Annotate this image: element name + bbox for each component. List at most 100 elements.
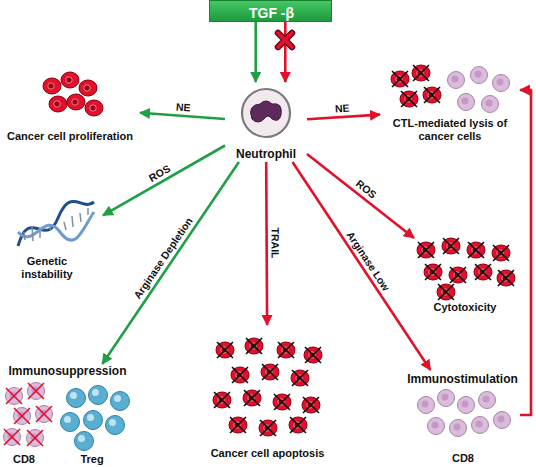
cd8-cell (472, 417, 489, 434)
lysed-cancer-cell (467, 242, 485, 258)
outcome-node: ImmunostimulationCD8 (405, 370, 520, 467)
lysed-cancer-cell (243, 390, 261, 406)
treg-cell (89, 386, 108, 405)
node-label: Neutrophil (225, 147, 307, 161)
lysed-cancer-cell (302, 397, 320, 413)
cell-node: Neutrophil (225, 82, 307, 162)
lysed-cancer-cell (391, 71, 409, 87)
neutrophil-nucleus (251, 101, 282, 122)
lysed-cancer-cell (400, 91, 418, 107)
node-label: Cancer cell proliferation (0, 130, 140, 143)
treg-cell (67, 389, 86, 408)
dna-rungs (24, 208, 88, 241)
effect-arrow (293, 162, 431, 370)
effect-arrow (140, 113, 225, 119)
cd8-cell (494, 412, 511, 429)
node-label: Cancer cell apoptosis (200, 447, 335, 460)
effect-arrow (307, 154, 414, 238)
cd8-cell (418, 397, 435, 414)
lysed-cancer-cell (492, 245, 510, 261)
treg-cell (106, 416, 125, 435)
lysed-cancer-cell (261, 364, 279, 380)
treg-cell (84, 411, 103, 430)
edge-label: NE (335, 101, 350, 114)
lysed-cancer-cell (213, 392, 231, 408)
cd8-cell (428, 418, 445, 435)
edge-label: Arginase Low (345, 229, 393, 293)
lysed-cancer-cell (497, 270, 515, 286)
lysed-cancer-cell (245, 338, 263, 354)
signal-box: TGF -β (209, 0, 332, 22)
node-label: CTL-mediated lysis of cancer cells (380, 117, 520, 143)
cancer-cell (49, 96, 67, 112)
effect-arrow (307, 115, 380, 120)
cd8-cell (458, 397, 475, 414)
outcome-node: CTL-mediated lysis of cancer cells (380, 65, 520, 155)
lysed-cancer-cell (229, 417, 247, 433)
block-cross-outline (278, 33, 292, 47)
node-label: Genetic instability (12, 255, 82, 281)
outcome-node: Cytotoxicity (410, 238, 520, 318)
cancer-cell (43, 78, 61, 94)
effect-arrow (284, 22, 287, 82)
lysed-cancer-cell (289, 417, 307, 433)
suppressed-cd8-cell (4, 429, 21, 446)
treg-cell (75, 432, 94, 451)
lysed-cancer-cell (273, 394, 291, 410)
cd8-cell (471, 67, 488, 84)
block-symbol (278, 33, 292, 47)
suppressed-cd8-cell (27, 430, 44, 447)
cell-label: CD8 (4, 453, 44, 466)
edge-label: NE (175, 100, 190, 113)
cd8-cell (448, 72, 465, 89)
cd8-cell (493, 75, 510, 92)
cd8-cell (458, 94, 475, 111)
lysed-cancer-cell (277, 342, 295, 358)
lysed-cancer-cell (417, 242, 435, 258)
cd8-cell (482, 96, 499, 113)
node-label: Immunosuppression (0, 364, 135, 378)
cancer-cell (79, 80, 97, 96)
lysed-cancer-cell (423, 87, 441, 103)
lysed-cancer-cell (424, 264, 442, 280)
suppressed-cd8-cell (36, 406, 53, 423)
lysed-cancer-cell (291, 370, 309, 386)
suppressed-cd8-cell (6, 388, 23, 405)
node-label: Immunostimulation (405, 372, 520, 386)
lysed-cancer-cell (216, 342, 234, 358)
dna-strand (18, 212, 94, 240)
outcome-node: Genetic instability (8, 200, 103, 285)
cd8-cell (438, 390, 455, 407)
lysed-cancer-cell (449, 267, 467, 283)
dna-strand (18, 201, 94, 246)
suppressed-cd8-cell (14, 408, 31, 425)
lysed-cancer-cell (231, 367, 249, 383)
edge-label: Arginase Depletion (131, 215, 195, 301)
cell-label: CD8 (443, 452, 483, 465)
effect-arrow (265, 162, 268, 325)
lysed-cancer-cell (442, 238, 460, 254)
effect-arrow (254, 22, 257, 82)
node-label: TGF -β (210, 5, 333, 21)
cancer-cell (67, 94, 85, 110)
outcome-node: Cancer cell proliferation (0, 70, 140, 145)
cd8-cell (479, 392, 496, 409)
lysed-cancer-cell (304, 347, 322, 363)
edge-label: ROS (147, 162, 173, 184)
cell-label: Treg (72, 453, 112, 466)
neutrophil-cell (242, 89, 290, 137)
edge-label: TRAIL (270, 228, 282, 259)
outcome-node: Cancer cell apoptosis (200, 325, 335, 465)
treg-cell (111, 392, 130, 411)
lysed-cancer-cell (259, 420, 277, 436)
lysed-cancer-cell (437, 284, 455, 300)
node-label: Cytotoxicity (410, 301, 520, 314)
outcome-node: ImmunosuppressionCD8 Treg (0, 364, 135, 467)
suppressed-cd8-cell (28, 383, 45, 400)
edge-label: ROS (353, 177, 378, 200)
